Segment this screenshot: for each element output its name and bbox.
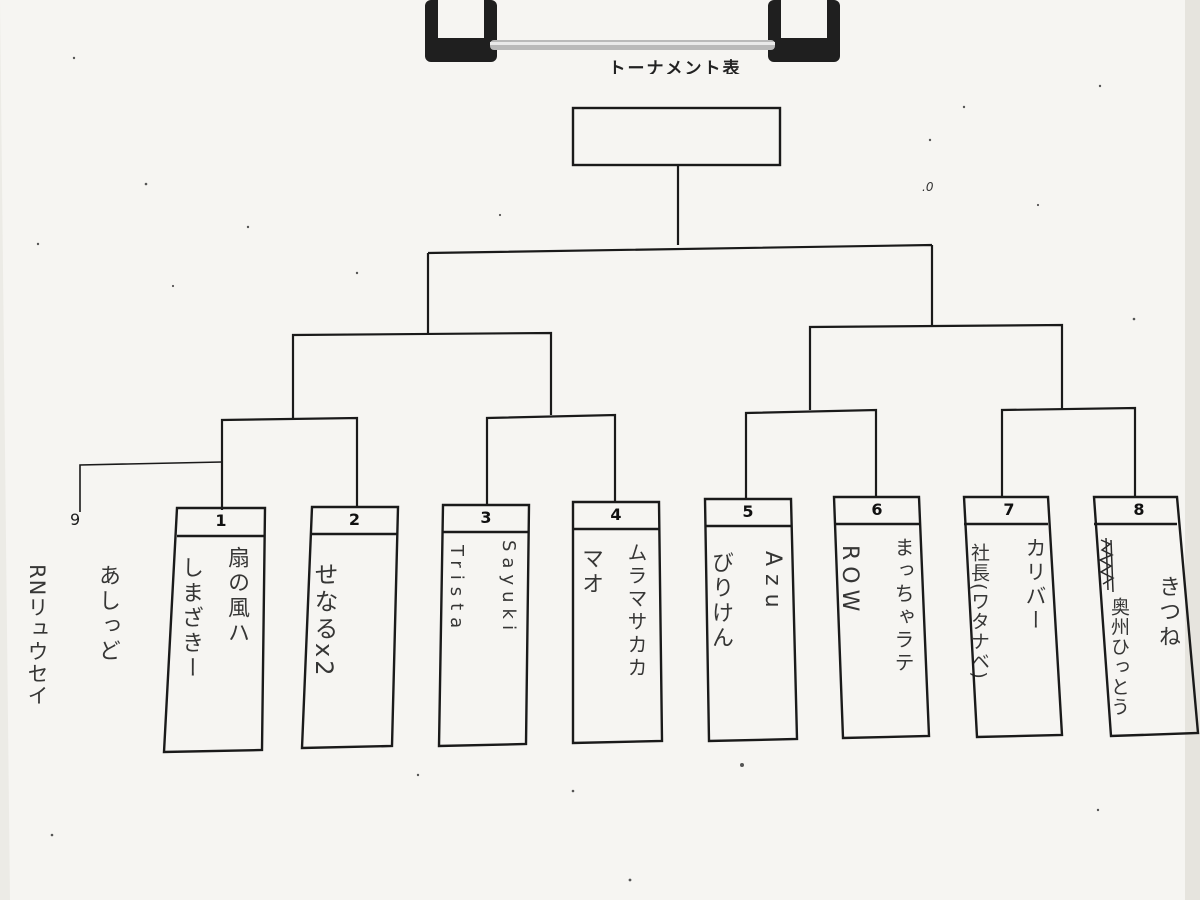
champion-box [571,106,782,167]
entry-box-6 [832,495,931,740]
entry-name-line: びりけん [708,551,733,651]
seed-slot-4: 4 ムラマサカカ マオ [573,502,659,742]
match-3-4 [485,413,617,505]
entry-name-line: ROW [837,545,862,618]
entry-name-line: Sayuki [498,540,519,636]
seed-number: 4 [610,505,622,524]
match-1-2 [220,416,359,510]
entry-box-8 [1092,495,1200,738]
seed-number: 3 [480,508,492,527]
seed-number: 1 [215,511,227,530]
seed-number: 2 [348,510,361,529]
bracket-lines [79,165,1137,512]
entry-name-line: カリバー [1023,537,1047,633]
seed-slot-8: 8 きつね 奥州ひっとう [1094,497,1184,737]
seed-number: 6 [871,500,883,519]
seed-number: 5 [742,502,754,521]
paper-shadow-right [1185,0,1200,900]
entry-boxes [162,495,1200,754]
left-semi-bar [291,331,553,418]
seed-number: 7 [1003,500,1015,519]
entry-name-line: まっちゃラテ [891,537,915,675]
clipboard-clip [425,0,840,62]
seed-slot-1: 1 扇の風ハ しまざきー [177,508,265,750]
scribble-mark [1098,537,1115,593]
extra-entry-9: 9 あしっど RNリュウセイ [20,508,160,748]
entry-box-3 [437,503,531,748]
extra-entry-line: RNリュウセイ [25,564,49,707]
seed-slot-3: 3 Sayuki Trista [443,505,529,745]
entry-name-line: せなるx2 [310,562,338,679]
seed-slot-5: 5 Azu びりけん [705,499,791,739]
right-semi-bar [808,323,1064,410]
entry-name-line: Azu [760,551,785,616]
entry-name-line: ムラマサカカ [624,542,648,680]
semifinal-bar [426,243,934,335]
seed-slot-2: 2 せなるx2 [310,507,398,747]
entry-name-line: 奥州ひっとう [1108,597,1130,717]
entry-name-line: Trista [446,545,467,636]
entry-box-5 [703,497,799,743]
extra-entry-line: あしっど [95,564,120,664]
stray-pen-mark: .0 [922,180,934,194]
handdrawn-extra-line [79,461,223,512]
seed-number: 8 [1133,500,1145,519]
entry-name-line: きつね [1155,575,1180,650]
match-5-6 [744,408,878,500]
entry-box-4 [571,500,664,745]
match-7-8 [1000,406,1137,497]
dust-specks [36,56,1136,882]
entry-box-1 [162,506,267,754]
extra-entry-number: 9 [70,510,81,529]
bracket-title: トーナメント表 [608,59,742,74]
entry-name-line: マオ [578,547,603,597]
entry-box-7 [962,495,1064,739]
seed-slot-6: 6 まっちゃラテ ROW [834,497,920,737]
entry-name-line: しまざきー [178,556,203,681]
entry-name-line: 社長(ワタナベ) [968,543,990,680]
entry-name-line: 扇の風ハ [224,546,249,646]
seed-slot-7: 7 カリバー 社長(ワタナベ) [964,497,1054,737]
entry-box-2 [300,505,400,750]
